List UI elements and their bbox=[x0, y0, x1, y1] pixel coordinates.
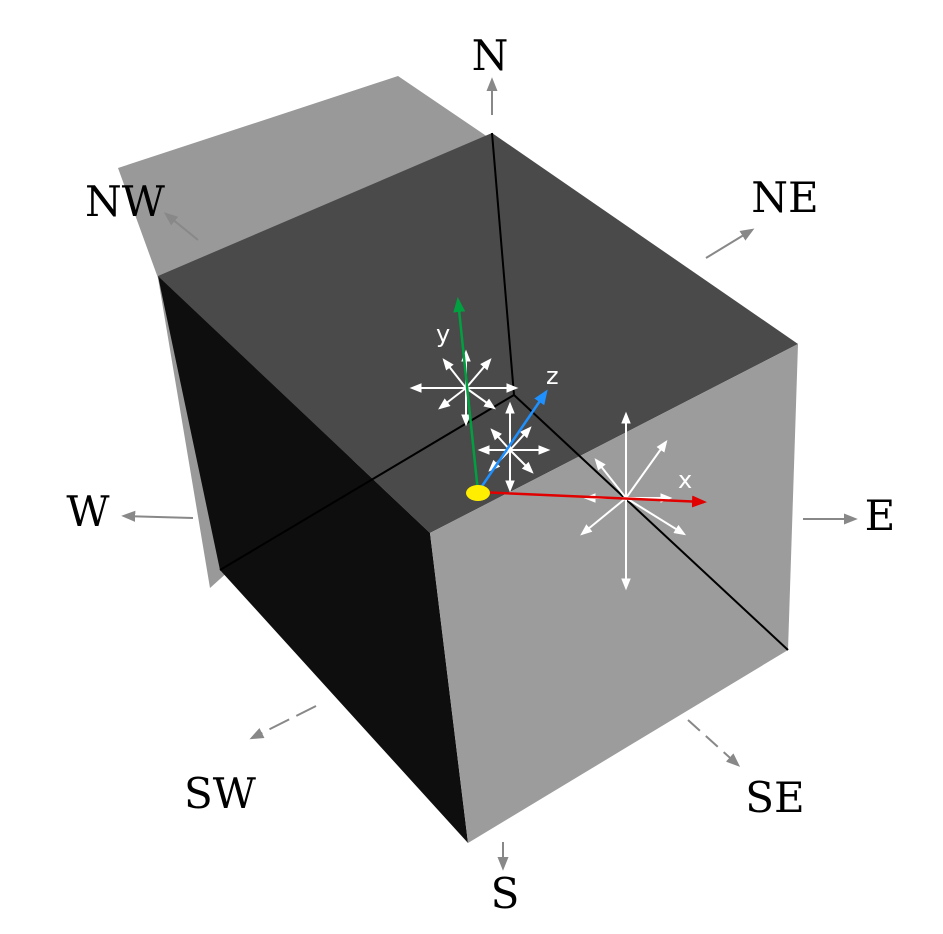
box-top-face bbox=[158, 133, 798, 533]
compass-label-ne: NE bbox=[751, 173, 818, 222]
southeast-arrow bbox=[687, 719, 741, 767]
compass-label-w: W bbox=[66, 487, 110, 536]
z-axis-label: z bbox=[546, 362, 559, 390]
compass-label-s: S bbox=[491, 869, 520, 918]
origin-marker bbox=[466, 485, 490, 501]
west-arrow bbox=[121, 510, 194, 522]
compass-label-se: SE bbox=[745, 773, 804, 822]
y-axis-arrow bbox=[453, 297, 480, 493]
northwest-arrow bbox=[163, 212, 199, 241]
load-arrows-right bbox=[580, 411, 687, 591]
hidden-edge-right bbox=[513, 394, 789, 651]
hidden-edge-vertical bbox=[491, 132, 515, 396]
box-left-face bbox=[158, 276, 468, 843]
southwest-arrow bbox=[249, 705, 317, 740]
compass-label-n: N bbox=[472, 31, 509, 80]
northeast-arrow bbox=[705, 228, 755, 259]
x-axis-label: x bbox=[678, 466, 692, 494]
y-axis-label: y bbox=[436, 320, 450, 348]
compass-label-nw: NW bbox=[85, 177, 166, 226]
compass-label-sw: SW bbox=[184, 769, 257, 818]
load-arrows-middle bbox=[477, 401, 551, 493]
z-axis-arrow bbox=[476, 389, 548, 493]
x-axis-arrow bbox=[477, 490, 707, 508]
box-right-face bbox=[430, 344, 798, 843]
compass-label-e: E bbox=[865, 491, 896, 540]
